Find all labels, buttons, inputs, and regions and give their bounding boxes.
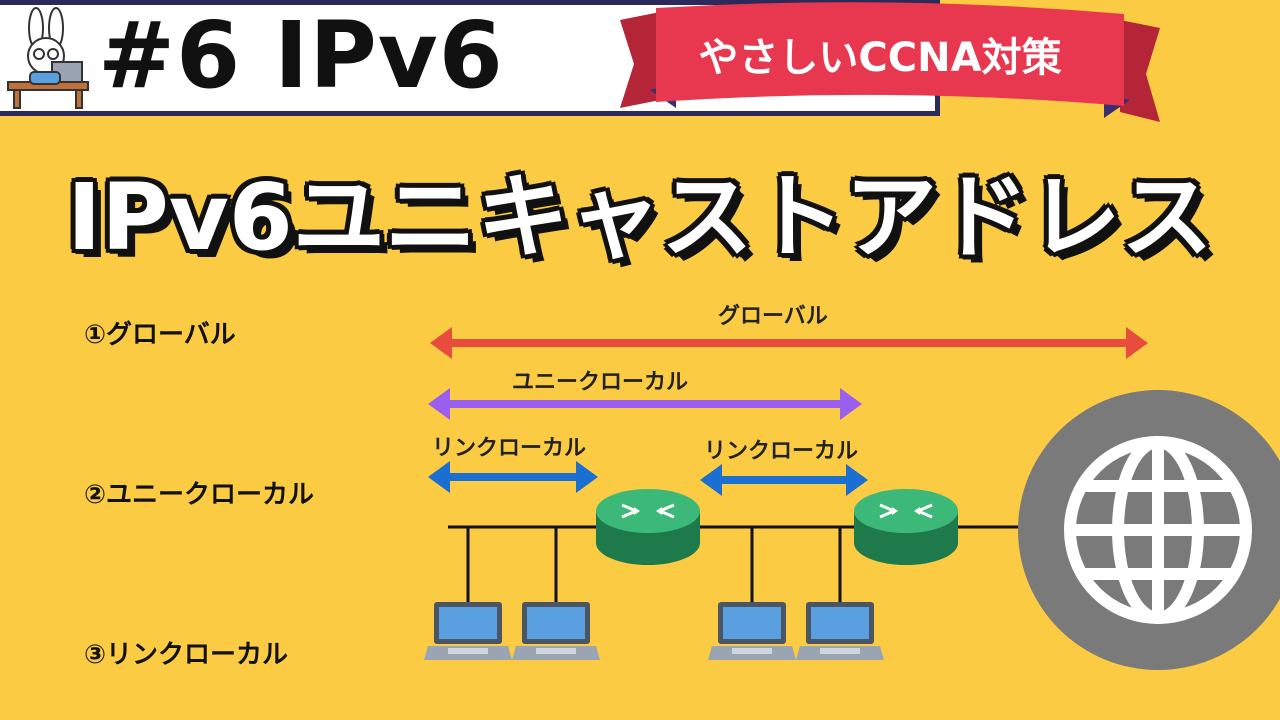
arrow-label-global: グローバル: [718, 304, 828, 329]
main-title: IPv6ユニキャストアドレス: [67, 164, 1213, 271]
arrow-label-link-local-left: リンクローカル: [432, 436, 587, 461]
ribbon-text: やさしいCCNA対策: [698, 35, 1062, 81]
router-icon: [596, 489, 700, 565]
router-icon: [854, 489, 958, 565]
laptop-icon: [512, 602, 600, 660]
arrow-label-unique-local: ユニークローカル: [512, 370, 689, 395]
laptop-icon: [796, 602, 884, 660]
scope-label-unique-local: ②ユニークローカル: [84, 480, 315, 510]
episode-title: #6 IPv6: [98, 2, 504, 109]
laptop-icon: [424, 602, 512, 660]
scope-label-link-local: ③リンクローカル: [84, 640, 289, 670]
scope-label-global: ①グローバル: [84, 320, 236, 350]
link-local-arrow-right: [700, 464, 868, 496]
laptop-icon: [708, 602, 796, 660]
link-local-arrow-left: [428, 461, 598, 493]
ribbon-banner: [620, 2, 1160, 122]
mascot-icon: [7, 7, 89, 109]
global-arrow: [430, 327, 1148, 359]
unique-local-arrow: [428, 388, 862, 420]
arrow-label-link-local-right: リンクローカル: [704, 439, 859, 464]
globe-icon: [1018, 390, 1280, 670]
